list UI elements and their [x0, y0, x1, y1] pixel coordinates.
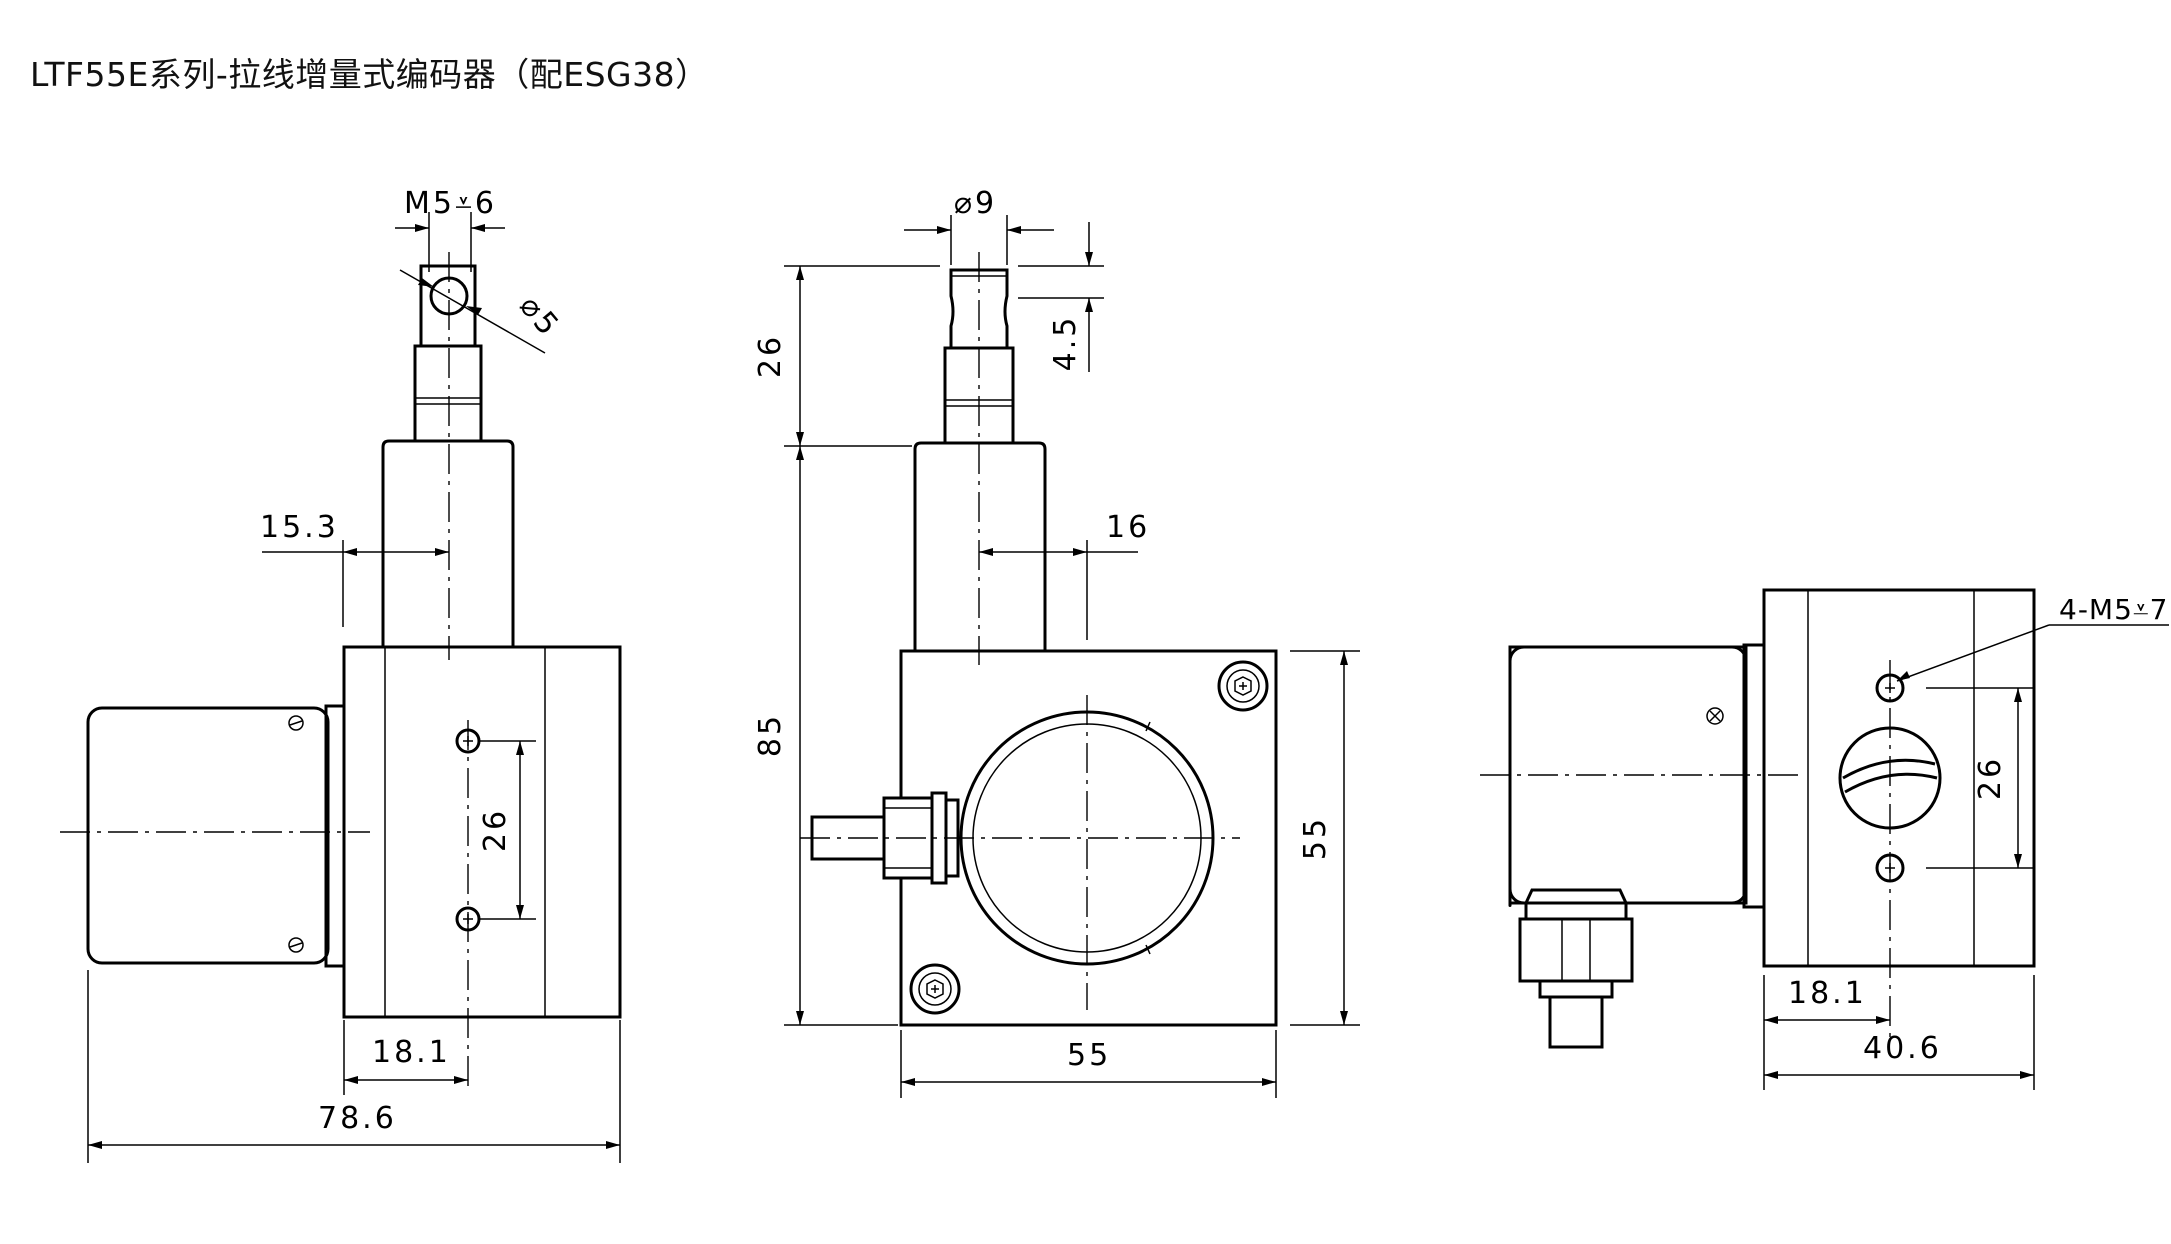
front-view: ⌀9 26 4.5 16 85 55 55	[753, 186, 1360, 1098]
dim-15-3: 15.3	[260, 510, 339, 545]
socket-screw-icon	[1217, 660, 1269, 712]
dim-26-top: 26	[753, 334, 788, 378]
dim-eyelet-dia: ⌀5	[512, 289, 567, 345]
left-side-view: M5⩡6 ⌀5 15.3 26 18.1 78.6	[60, 186, 622, 1163]
drawing-title: LTF55E系列-拉线增量式编码器（配ESG38）	[30, 55, 709, 94]
dim-55-bottom: 55	[1067, 1038, 1111, 1073]
dim-4-m5: 4-M5⩡7	[2059, 593, 2169, 626]
dim-16: 16	[1106, 510, 1150, 545]
dim-18-1-left: 18.1	[372, 1035, 451, 1070]
dim-40-6: 40.6	[1863, 1031, 1942, 1066]
screw-icon	[288, 715, 304, 731]
screw-icon	[288, 937, 304, 953]
dim-18-1-right: 18.1	[1788, 976, 1867, 1011]
socket-screw-icon	[909, 963, 961, 1015]
dim-26-left: 26	[478, 808, 513, 852]
dim-m5-depth: M5⩡6	[404, 186, 497, 221]
right-side-view: 4-M5⩡7 26 18.1 40.6	[1480, 588, 2169, 1090]
dim-78-6: 78.6	[318, 1101, 397, 1136]
screw-icon	[1706, 707, 1724, 725]
dim-4-5: 4.5	[1048, 315, 1083, 372]
dim-55-right: 55	[1298, 816, 1333, 860]
dim-26-right: 26	[1973, 756, 2008, 800]
dim-dia9: ⌀9	[954, 186, 997, 221]
dim-85: 85	[753, 713, 788, 757]
